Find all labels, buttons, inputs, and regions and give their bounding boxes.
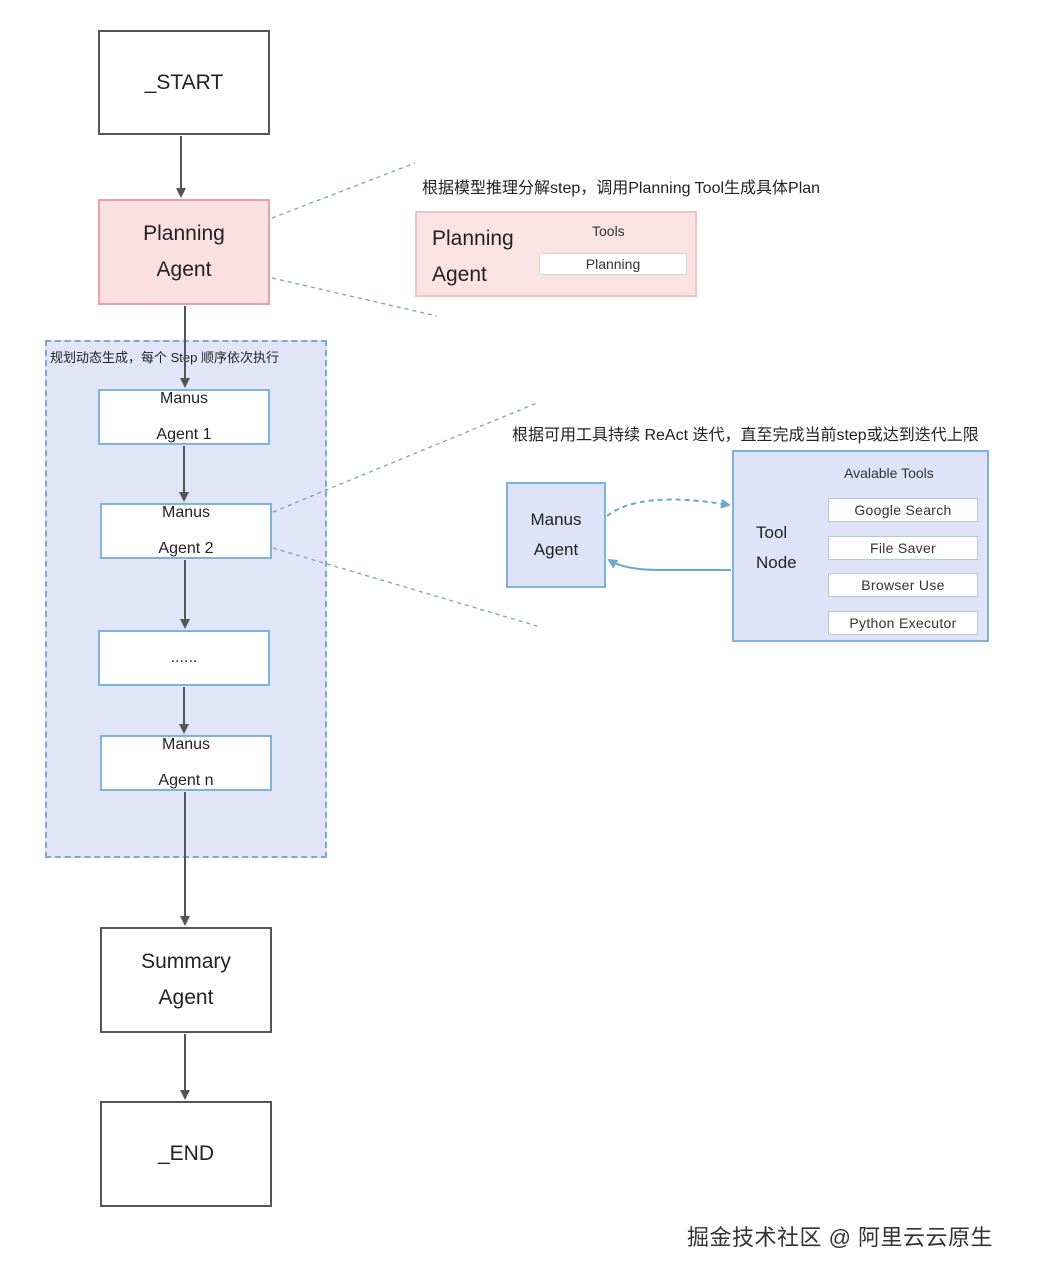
end-label: _END bbox=[157, 1142, 215, 1165]
ellipsis-label: ...... bbox=[170, 649, 198, 666]
react-note: 根据可用工具持续 ReAct 迭代，直至完成当前step或达到迭代上限 bbox=[512, 427, 979, 444]
available-tools-label: Avalable Tools bbox=[844, 465, 934, 481]
tool-node-label: Tool Node bbox=[756, 518, 797, 578]
planning-detail-agent-line1: Planning bbox=[432, 227, 514, 250]
planning-agent-label-line2: Agent bbox=[156, 258, 212, 281]
ellipsis-node: ...... bbox=[98, 630, 270, 686]
group-label: 规划动态生成，每个 Step 顺序依次执行 bbox=[50, 350, 279, 365]
loop-arrow-agent-to-tool bbox=[606, 498, 731, 517]
callout-planning-top bbox=[271, 162, 416, 219]
summary-agent-node: Summary Agent bbox=[100, 927, 272, 1033]
react-manus-agent-line1: Manus bbox=[530, 510, 582, 529]
planning-note: 根据模型推理分解step，调用Planning Tool生成具体Plan bbox=[422, 180, 821, 197]
manus-agent-n-line1: Manus bbox=[161, 736, 211, 753]
tool-file-saver: File Saver bbox=[828, 536, 978, 560]
tool-node-label-line2: Node bbox=[756, 553, 797, 572]
tool-google-search: Google Search bbox=[828, 498, 978, 522]
react-manus-agent-node: Manus Agent bbox=[506, 482, 606, 588]
planning-detail-agent: Planning Agent bbox=[432, 221, 514, 293]
planning-tool-chip: Planning bbox=[539, 253, 687, 275]
summary-agent-line1: Summary bbox=[141, 950, 231, 973]
callout-planning-bottom bbox=[271, 277, 438, 317]
planning-tools-label: Tools bbox=[592, 223, 625, 239]
manus-agent-2-line1: Manus bbox=[161, 504, 211, 521]
planning-agent-node: Planning Agent bbox=[98, 199, 270, 305]
planning-agent-label-line1: Planning bbox=[143, 222, 225, 245]
end-node: _END bbox=[100, 1101, 272, 1207]
start-label: _START bbox=[144, 70, 224, 94]
react-manus-agent-line2: Agent bbox=[533, 540, 579, 559]
manus-agent-1-line2: Agent 1 bbox=[156, 426, 212, 443]
manus-agent-2-line2: Agent 2 bbox=[158, 540, 214, 557]
tool-python-executor: Python Executor bbox=[828, 611, 978, 635]
planning-detail-agent-line2: Agent bbox=[432, 263, 487, 286]
manus-agent-2-node: Manus Agent 2 bbox=[100, 503, 272, 559]
watermark: 掘金技术社区 @ 阿里云云原生 bbox=[687, 1225, 994, 1250]
manus-agent-1-line1: Manus bbox=[159, 390, 209, 407]
tool-node-panel: Tool Node Avalable Tools Google Search F… bbox=[732, 450, 989, 642]
manus-agent-n-node: Manus Agent n bbox=[100, 735, 272, 791]
planning-detail-panel: Planning Agent Tools Planning bbox=[415, 211, 697, 297]
loop-arrow-tool-to-agent bbox=[607, 558, 731, 571]
manus-agent-1-node: Manus Agent 1 bbox=[98, 389, 270, 445]
start-node: _START bbox=[98, 30, 270, 135]
summary-agent-line2: Agent bbox=[158, 986, 214, 1009]
tool-node-label-line1: Tool bbox=[756, 523, 788, 542]
tool-browser-use: Browser Use bbox=[828, 573, 978, 597]
manus-agent-n-line2: Agent n bbox=[158, 772, 214, 789]
